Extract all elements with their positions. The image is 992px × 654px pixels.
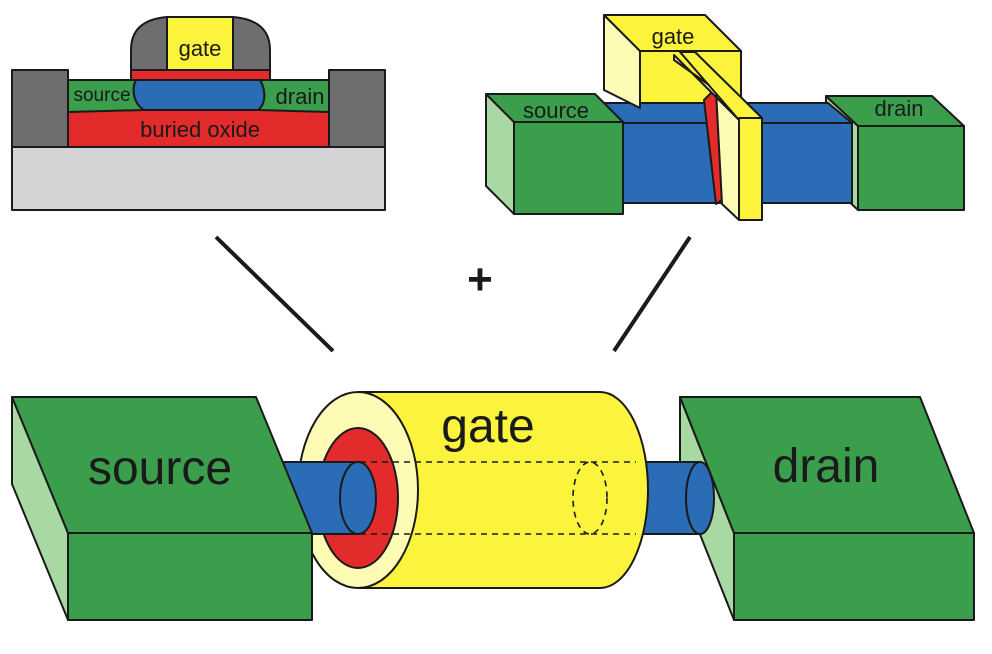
soi-right-spacer: [232, 16, 271, 71]
soi-left-isolation: [11, 69, 69, 148]
gaa-hidden-end: [572, 461, 608, 535]
finfet-gate-slab-front: [738, 117, 763, 221]
soi-left-spacer: [130, 16, 168, 71]
finfet-source-label: source: [523, 98, 589, 123]
soi-gate: [166, 16, 234, 71]
soi-gate-oxide: [130, 69, 271, 81]
soi-gate-label: gate: [179, 36, 222, 61]
gaa-nanowire-front-end: [339, 461, 377, 535]
gaa-source-label: source: [88, 442, 232, 495]
gaa-drain-label: drain: [773, 440, 880, 493]
finfet-transistor: gate source drain: [485, 14, 965, 221]
finfet-drain-label: drain: [875, 96, 924, 121]
finfet-drain-front: [857, 125, 965, 211]
gaa-source-front: [67, 532, 313, 621]
gaa-gate-body: [357, 391, 649, 589]
left-connector-line: [214, 235, 335, 353]
gaa-drain-front: [733, 532, 975, 621]
soi-right-isolation: [328, 69, 386, 148]
gaa-gate-label: gate: [441, 400, 534, 453]
soi-drain-label: drain: [276, 84, 325, 109]
soi-source-label: source: [73, 85, 130, 106]
finfet-source-front: [513, 121, 624, 215]
gaa-nanowire-right-end: [685, 461, 715, 535]
right-connector-line: [612, 235, 692, 353]
finfet-gate-label: gate: [652, 24, 695, 49]
soi-buried-oxide-label: buried oxide: [140, 117, 260, 142]
soi-transistor: gate source drain buried oxide: [11, 16, 386, 211]
soi-channel: [132, 79, 266, 111]
gaa-transistor: gate source drain: [11, 391, 975, 621]
soi-substrate: [11, 146, 386, 211]
plus-sign: +: [467, 255, 493, 304]
